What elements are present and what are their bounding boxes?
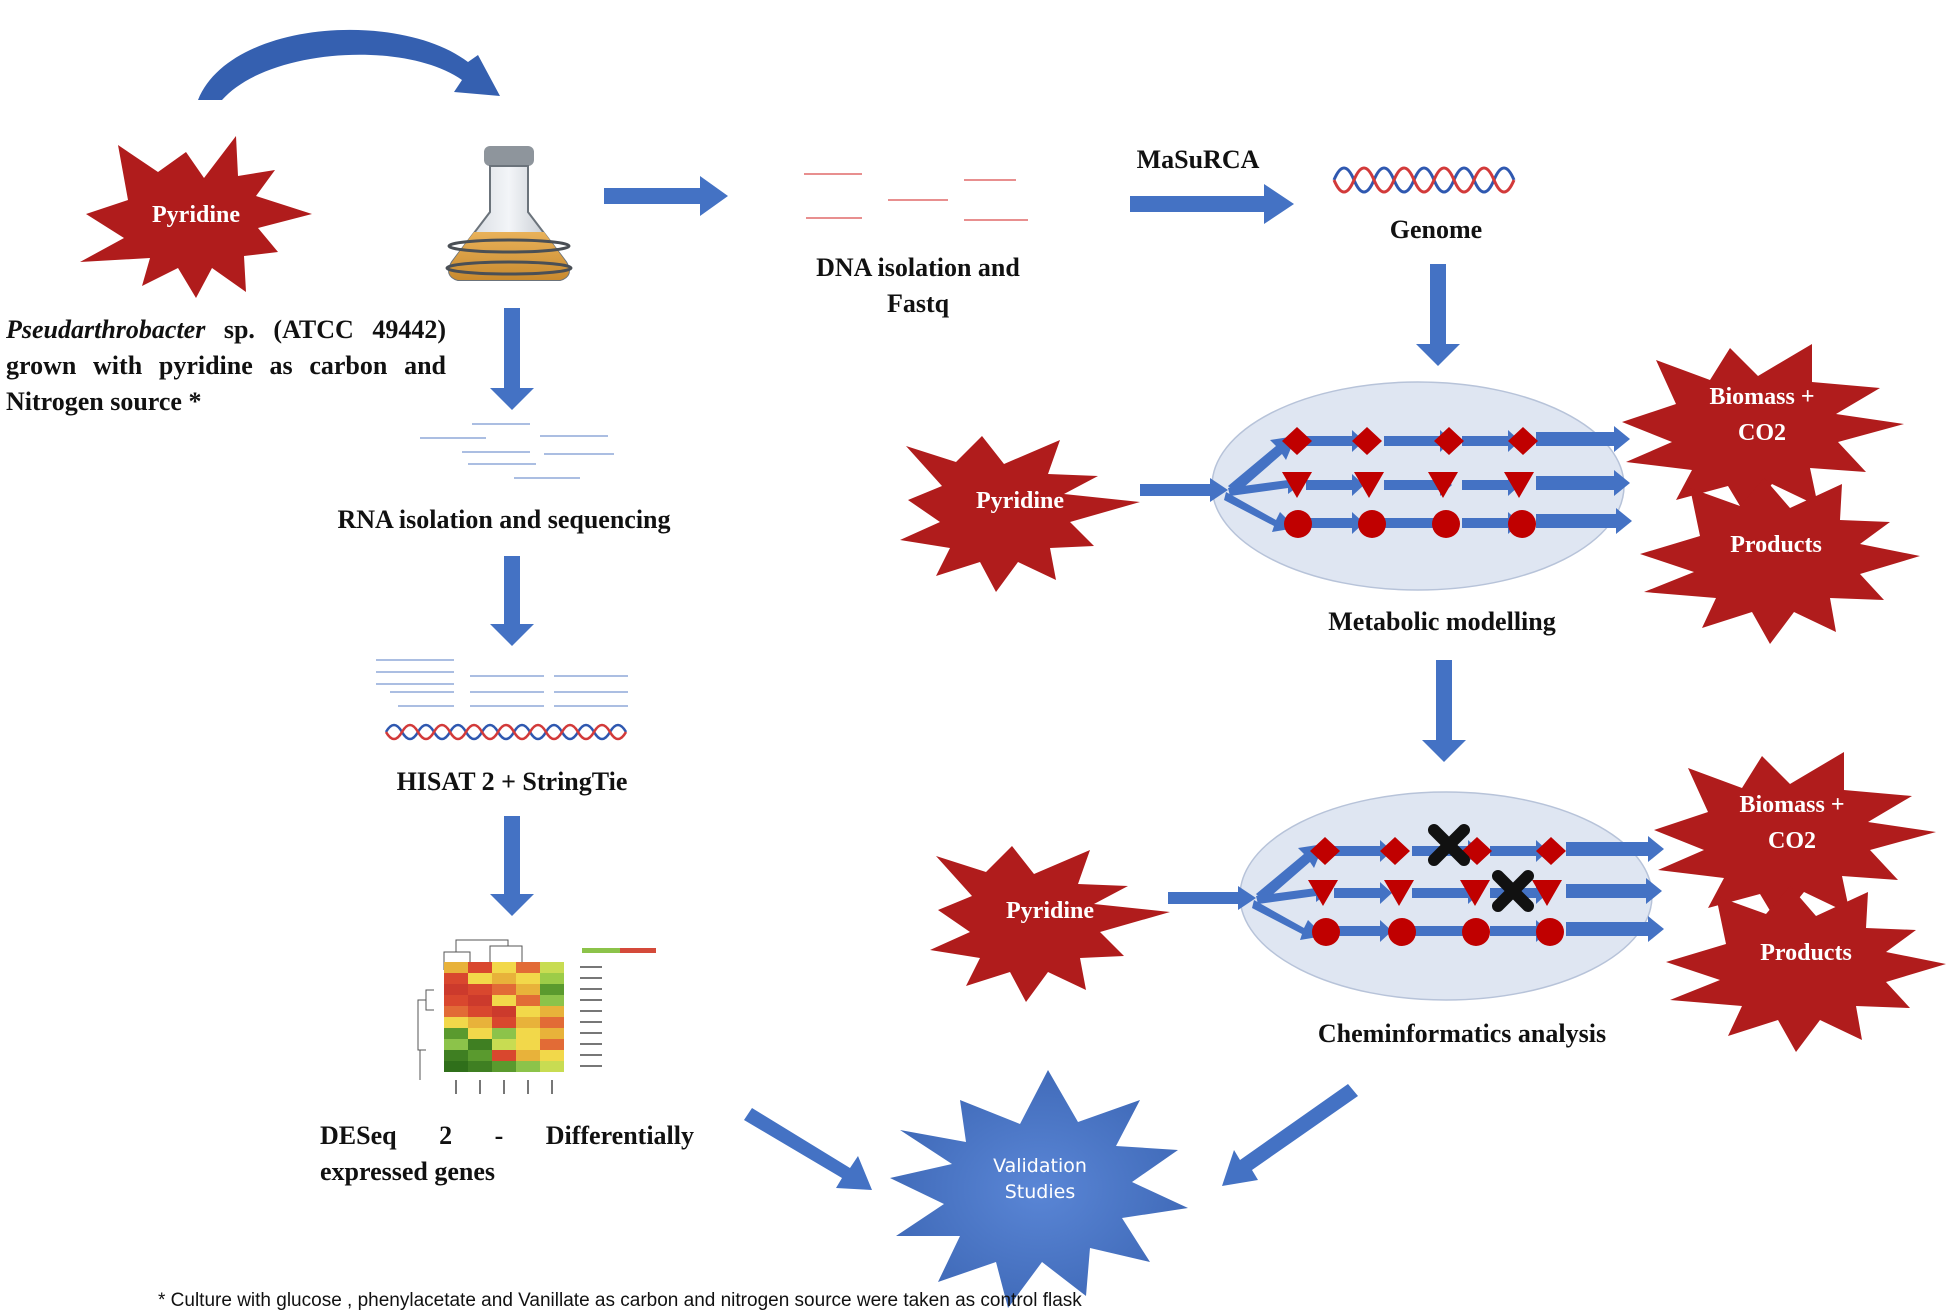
aligned-reads (376, 659, 628, 707)
knockout-x-icon (1428, 824, 1534, 912)
metabolic-model-panel: Pyridine (900, 344, 1920, 644)
chem-nodes (1308, 837, 1566, 946)
arrow-input-to-chem-network (1168, 886, 1256, 910)
cheminformatics-caption: Cheminformatics analysis (1318, 1019, 1606, 1048)
arrow-chem-to-validation (1222, 1084, 1358, 1186)
dna-reads (804, 173, 1028, 221)
products-star-model: Products (1640, 478, 1920, 644)
heatmap-icon (417, 939, 656, 1094)
rna-reads (420, 423, 614, 479)
deseq-label: DESeq 2 - Differentially expressed genes (320, 1121, 694, 1186)
model-biomass-label-1: Biomass + (1709, 384, 1814, 410)
arrow-to-genome (1130, 184, 1294, 224)
network-edges (1306, 426, 1632, 534)
arrow-flask-to-dna (604, 176, 728, 216)
chem-biomass-label-1: Biomass + (1739, 792, 1844, 818)
metabolic-modelling-caption: Metabolic modelling (1328, 607, 1555, 636)
products-star-chem: Products (1666, 886, 1946, 1052)
chem-branches (1252, 844, 1332, 940)
pyridine-star-chem: Pyridine (930, 846, 1170, 1002)
erlenmeyer-flask-icon (445, 146, 573, 281)
organism-genus: Pseudarthrobacter (6, 315, 206, 344)
model-products-label: Products (1730, 532, 1822, 558)
model-input-label: Pyridine (976, 488, 1064, 514)
arrow-flask-to-rna (490, 308, 534, 410)
dna-isolation-label-1: DNA isolation and (816, 253, 1020, 282)
pyridine-star-start: Pyridine (80, 136, 312, 298)
validation-label-1: Validation (993, 1155, 1087, 1177)
hisat-label: HISAT 2 + StringTie (397, 767, 628, 796)
pyridine-start-label: Pyridine (152, 202, 240, 228)
pyridine-star-model: Pyridine (900, 436, 1140, 592)
curved-arrow (198, 29, 500, 100)
footnote: * Culture with glucose , phenylacetate a… (158, 1290, 1082, 1311)
model-biomass-label-2: CO2 (1738, 420, 1786, 446)
arrow-model-to-chem (1422, 660, 1466, 762)
chem-input-label: Pyridine (1006, 898, 1094, 924)
chem-products-label: Products (1760, 940, 1852, 966)
masurca-label: MaSuRCA (1137, 145, 1260, 174)
biomass-star-model: Biomass + CO2 (1622, 344, 1904, 516)
arrow-rna-to-hisat (490, 556, 534, 646)
organism-description: Pseudarthrobacter sp. (ATCC 49442) grown… (6, 312, 446, 420)
organism-description-rest: sp. (ATCC 49442) grown with pyridine as … (6, 315, 446, 416)
network-branches (1224, 436, 1304, 532)
dna-isolation-label-2: Fastq (887, 289, 950, 318)
arrow-input-to-network (1140, 478, 1228, 502)
validation-label-2: Studies (1005, 1181, 1075, 1203)
reference-helix-icon (384, 723, 628, 741)
rna-isolation-label: RNA isolation and sequencing (337, 505, 670, 534)
arrow-hisat-to-deseq (490, 816, 534, 916)
network-nodes (1282, 427, 1538, 538)
cheminformatics-panel: Pyridine (930, 752, 1946, 1052)
biomass-star-chem: Biomass + CO2 (1654, 752, 1936, 924)
genome-label: Genome (1390, 215, 1482, 244)
arrow-genome-to-model (1416, 264, 1460, 366)
dna-helix-icon (1332, 166, 1516, 194)
validation-star: Validation Studies (890, 1070, 1188, 1308)
arrow-deseq-to-validation (744, 1108, 872, 1190)
chem-biomass-label-2: CO2 (1768, 828, 1816, 854)
